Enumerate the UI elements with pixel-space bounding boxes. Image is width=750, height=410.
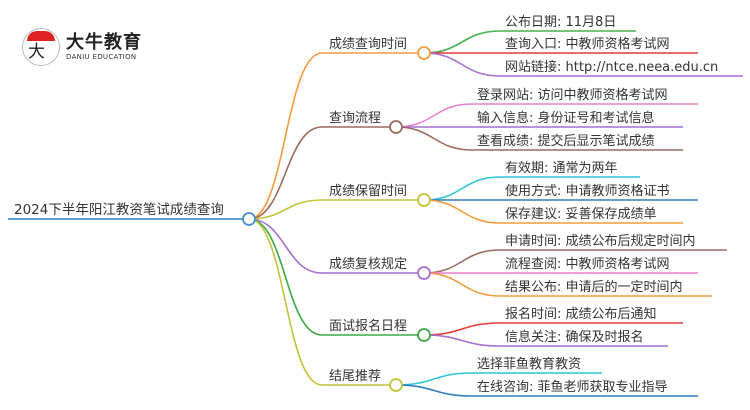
logo-icon: 大牛 bbox=[22, 28, 60, 66]
branch-label: 成绩查询时间 bbox=[329, 37, 407, 52]
branch-label: 查询流程 bbox=[329, 111, 381, 126]
branch-node-circle bbox=[417, 193, 431, 207]
leaf-label: 保存建议: 妥善保存成绩单 bbox=[505, 206, 657, 222]
leaf-connector bbox=[395, 103, 698, 128]
branch-node-circle bbox=[417, 46, 431, 60]
leaf-connector bbox=[423, 30, 636, 54]
logo: 大牛 大牛教育 DANIU EDUCATION bbox=[22, 28, 142, 66]
leaf-label: 流程查阅: 中教师资格考试网 bbox=[505, 256, 670, 272]
leaf-connector bbox=[423, 176, 640, 201]
leaf-label: 报名时间: 成绩公布后通知 bbox=[505, 306, 657, 322]
leaf-connector bbox=[423, 334, 668, 347]
leaf-connector bbox=[423, 249, 727, 274]
leaf-connector bbox=[423, 52, 743, 77]
leaf-label: 网站链接: http://ntce.neea.edu.cn bbox=[505, 59, 718, 75]
logo-name-en: DANIU EDUCATION bbox=[66, 53, 137, 61]
leaf-label: 有效期: 通常为两年 bbox=[505, 161, 618, 176]
leaf-connector bbox=[395, 384, 698, 397]
branch-connector bbox=[248, 126, 396, 220]
leaf-label: 查看成绩: 提交后显示笔试成绩 bbox=[477, 133, 655, 149]
leaf-connector bbox=[423, 272, 712, 297]
leaf-label: 登录网站: 访问中教师资格考试网 bbox=[477, 87, 668, 103]
branch-node-circle bbox=[389, 378, 403, 392]
branch-connector bbox=[248, 218, 396, 386]
leaf-connector bbox=[395, 126, 683, 151]
leaf-label: 结果公布: 申请后的一定时间内 bbox=[505, 279, 683, 295]
logo-name-cn: 大牛教育 bbox=[66, 32, 142, 53]
leaf-label: 申请时间: 成绩公布后规定时间内 bbox=[505, 233, 696, 249]
root-label: 2024下半年阳江教资笔试成绩查询 bbox=[14, 202, 224, 218]
leaf-connector bbox=[423, 199, 683, 224]
branch-connector bbox=[248, 199, 424, 220]
branch-node-circle bbox=[417, 266, 431, 280]
leaf-label: 查询入口: 中教师资格考试网 bbox=[505, 36, 670, 52]
leaf-connector bbox=[395, 372, 602, 386]
branch-node-circle bbox=[389, 120, 403, 134]
leaf-label: 使用方式: 申请教师资格证书 bbox=[505, 183, 670, 199]
logo-mark-text: 大牛 bbox=[28, 42, 45, 62]
leaf-label: 在线咨询: 菲鱼老师获取专业指导 bbox=[477, 379, 668, 395]
branch-label: 结尾推荐 bbox=[329, 369, 381, 384]
leaf-label: 公布日期: 11月8日 bbox=[505, 15, 616, 30]
branch-node-circle bbox=[417, 328, 431, 342]
branch-connector bbox=[248, 52, 424, 220]
leaf-label: 选择菲鱼教育教资 bbox=[477, 356, 581, 372]
root-node-circle bbox=[242, 212, 256, 226]
branch-connector bbox=[248, 218, 424, 336]
branch-label: 成绩复核规定 bbox=[329, 257, 407, 272]
leaf-label: 信息关注: 确保及时报名 bbox=[505, 329, 644, 345]
leaf-connector bbox=[423, 322, 683, 336]
leaf-label: 输入信息: 身份证号和考试信息 bbox=[477, 110, 655, 126]
branch-connector bbox=[248, 218, 424, 274]
branch-label: 成绩保留时间 bbox=[329, 184, 407, 199]
branch-label: 面试报名日程 bbox=[329, 318, 407, 334]
